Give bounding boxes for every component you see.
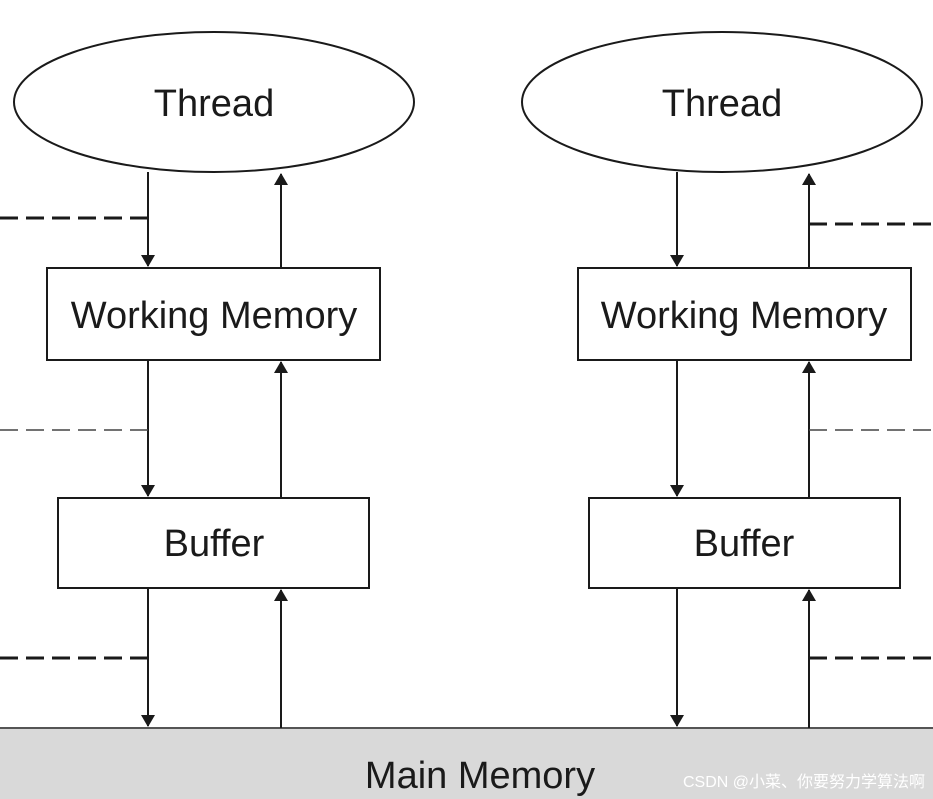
working-memory-box-right	[577, 267, 912, 361]
thread-label-left: Thread	[154, 83, 274, 125]
buffer-label-right: Buffer	[694, 523, 795, 565]
thread-ellipse-left	[13, 31, 415, 173]
watermark-text: CSDN @小菜、你要努力学算法啊	[683, 772, 925, 791]
main-memory-box	[0, 728, 933, 799]
buffer-box-right	[588, 497, 901, 589]
working-memory-label-right: Working Memory	[601, 295, 887, 337]
thread-ellipse-right	[521, 31, 923, 173]
main-memory-label: Main Memory	[365, 755, 595, 797]
thread-label-right: Thread	[662, 83, 782, 125]
working-memory-box-left	[46, 267, 381, 361]
working-memory-label-left: Working Memory	[71, 295, 357, 337]
buffer-label-left: Buffer	[164, 523, 265, 565]
buffer-box-left	[57, 497, 370, 589]
